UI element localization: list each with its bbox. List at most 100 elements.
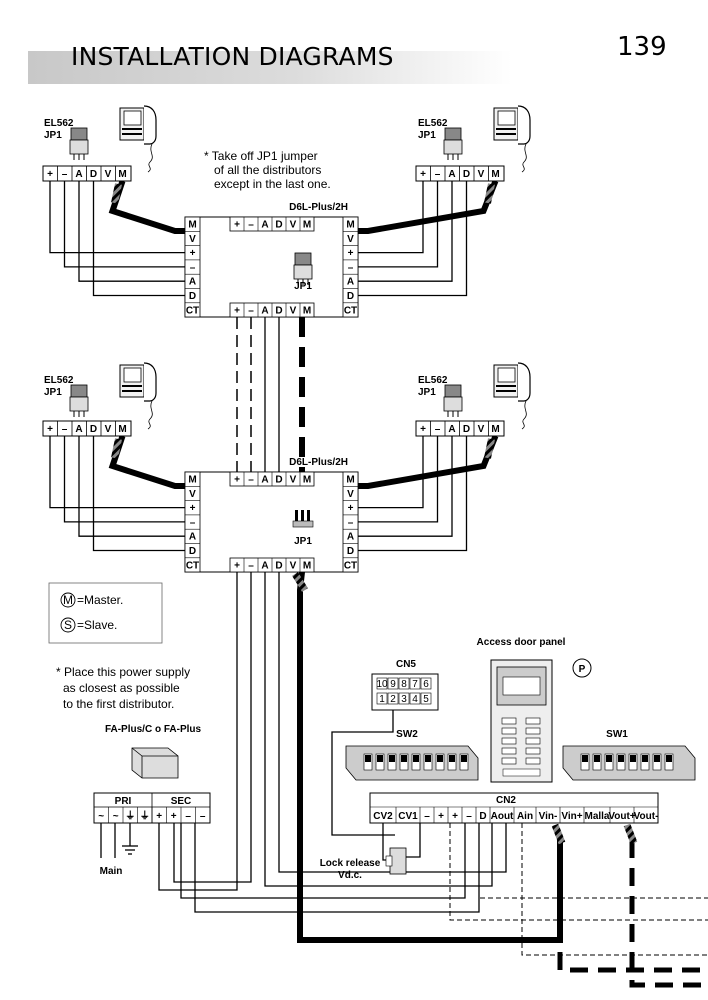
psu-sec-label: SEC [171, 796, 192, 807]
door-panel [490, 659, 553, 783]
terminal-label: + [171, 811, 177, 822]
cn5-pin [409, 692, 421, 705]
terminal-label: V [105, 169, 112, 180]
terminal-label: M [346, 475, 354, 486]
panel-button [525, 747, 541, 755]
psu-pri-label: PRI [115, 796, 132, 807]
terminal-label: M [303, 561, 311, 572]
power-supply-name: FA-Plus/C o FA-Plus [105, 724, 202, 735]
lock-release-icon [385, 847, 407, 875]
terminal-label: A [448, 424, 455, 435]
terminal-label: A [261, 475, 268, 486]
terminal-label: – [190, 262, 196, 273]
monitor-icon [493, 105, 531, 173]
monitor-model-label: EL562 [418, 375, 448, 386]
terminal-label: V [290, 220, 297, 231]
terminal-label: + [190, 503, 196, 514]
terminal-label: + [348, 248, 354, 259]
terminal-label: A [189, 532, 196, 543]
terminal-label: Vin+ [561, 811, 582, 822]
terminal-column [342, 471, 359, 573]
cn5-pin [398, 692, 410, 705]
terminal-strip [42, 420, 132, 437]
sw2-dip-switch [345, 745, 479, 781]
terminal-label: D [275, 561, 282, 572]
jumper-icon [443, 127, 463, 161]
terminal-label: D [275, 306, 282, 317]
terminal-label: V [347, 234, 354, 245]
psu-edge [131, 747, 143, 757]
terminal-label: + [47, 169, 53, 180]
terminal-label: CT [344, 560, 357, 571]
panel-button [525, 737, 541, 745]
dip-lever [449, 755, 455, 762]
legend-symbol [60, 617, 76, 633]
cn5-pin [409, 677, 421, 690]
main-label: Main [100, 866, 123, 877]
video-cable [108, 435, 185, 489]
terminal-label: Aout [491, 811, 514, 822]
terminal-label: – [435, 169, 441, 180]
wire-layer [49, 179, 708, 988]
terminal-label: M [118, 169, 126, 180]
terminal-label: – [248, 220, 254, 231]
psu-body [131, 747, 179, 779]
video-cable [358, 434, 499, 489]
panel-display [502, 676, 541, 696]
pin-base [292, 520, 314, 528]
video-cable [108, 180, 185, 234]
cn5-pin-label: 10 [376, 679, 388, 690]
terminal-label: – [466, 811, 472, 822]
dip-lever [377, 755, 383, 762]
wire [382, 823, 390, 861]
twisted-pair [292, 572, 308, 592]
dip-lever [401, 755, 407, 762]
terminal-label: M [491, 424, 499, 435]
terminal-label: V [189, 489, 196, 500]
wire [358, 181, 439, 268]
dip-lever [654, 755, 660, 762]
jumper-note: * Take off JP1 jumper [204, 149, 318, 163]
monitor-jumper-label: JP1 [44, 387, 62, 398]
terminal-label: CV1 [398, 811, 418, 822]
jumper-note: except in the last one. [214, 177, 331, 191]
dip-lever [594, 755, 600, 762]
panel-button [501, 717, 517, 725]
dip-lever [618, 755, 624, 762]
distributor-name: D6L-Plus/2H [289, 457, 348, 468]
cn5-pin-label: 8 [401, 679, 407, 690]
terminal-label: M [188, 475, 196, 486]
wire [331, 704, 395, 836]
wire [49, 181, 185, 254]
pin [301, 510, 304, 524]
twisted-pair [111, 183, 122, 204]
terminal-label: + [234, 561, 240, 572]
terminal-label: Vout- [634, 811, 659, 822]
terminal-label: – [248, 475, 254, 486]
legend-box [48, 582, 163, 644]
terminal-label: D [347, 546, 354, 557]
terminal-label: + [234, 306, 240, 317]
dip-lever [630, 755, 636, 762]
terminal-label: + [438, 811, 444, 822]
pin [295, 510, 298, 524]
terminal-label: A [261, 561, 268, 572]
terminal-label: + [420, 424, 426, 435]
power-supply-icon [131, 747, 179, 779]
wire [92, 436, 185, 552]
terminal-label: D [90, 424, 97, 435]
terminal-label: D [479, 811, 486, 822]
wire [63, 436, 185, 523]
panel-button [501, 757, 517, 765]
terminal-label: V [478, 169, 485, 180]
terminal-label: Ain [517, 811, 533, 822]
terminal-label: CT [344, 305, 357, 316]
cn5-pin [387, 677, 399, 690]
